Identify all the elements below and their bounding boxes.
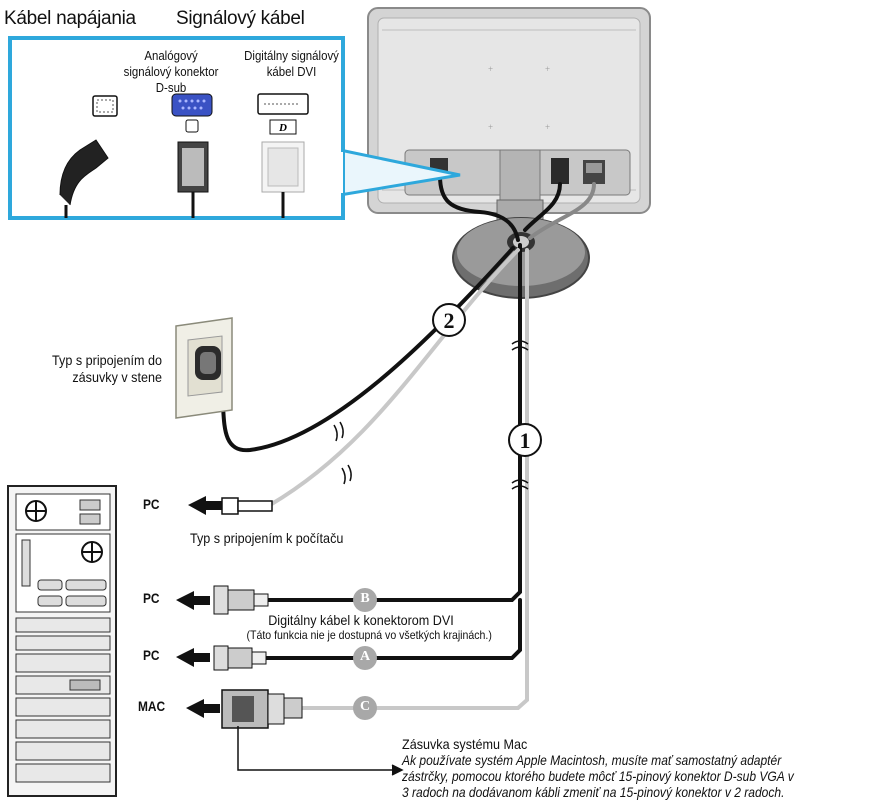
svg-text:+: + [488, 122, 493, 132]
marker-b-label: B [360, 591, 370, 606]
marker-1 [508, 423, 542, 457]
svg-text:D: D [278, 122, 287, 134]
dvi-cable-note: (Táto funkcia nie je dostupná vo všetkýc… [246, 628, 492, 642]
pc-power-cable [268, 248, 520, 507]
svg-text:+: + [545, 122, 550, 132]
mac-adapter [221, 689, 303, 729]
dsub-connector [213, 645, 267, 671]
wall-socket-label: Typ s pripojením do zásuvky v stene [52, 352, 162, 385]
signal-cable-header: Signálový kábel [176, 8, 305, 29]
port-arrows [176, 496, 222, 718]
dvi-connector-label: Digitálny signálový kábel DVI [244, 48, 339, 79]
dvi-cable-title: Digitálny kábel k konektorom DVI [268, 612, 454, 628]
pc-outlet-label: Typ s pripojením k počítaču [190, 530, 344, 546]
wall-socket [175, 317, 233, 419]
marker-c-label: C [359, 699, 371, 714]
marker-b-circle [353, 588, 377, 612]
pc-tower [7, 485, 117, 797]
signal-cable-black [263, 243, 522, 660]
mac-port-label: MAC [138, 698, 166, 714]
marker-a-circle [353, 646, 377, 670]
signal-cable-grey [298, 248, 529, 710]
svg-text:+: + [488, 64, 493, 74]
marker-a-label: A [359, 649, 371, 664]
callout-box: D [8, 36, 461, 220]
mac-socket-title: Zásuvka systému Mac [402, 736, 528, 752]
pc-port-label-3: PC [143, 647, 160, 663]
monitor-back: + + + + [367, 7, 651, 214]
analog-connector-label: Analógový signálový konektor D-sub [123, 48, 219, 95]
marker-2-label: 2 [443, 308, 455, 333]
mac-note-line-2: zástrčky, pomocou ktorého budete môcť 15… [402, 768, 794, 784]
dvi-connector [213, 585, 269, 615]
marker-2 [432, 303, 466, 337]
mac-note-line-1: Ak používate systém Apple Macintosh, mus… [402, 752, 782, 768]
mac-note-line-3: 3 radoch na dodávanom kábli zmeniť na 15… [402, 784, 785, 800]
marker-1-label: 1 [519, 428, 531, 453]
svg-text:+: + [545, 64, 550, 74]
power-cable-header: Kábel napájania [4, 8, 136, 29]
mac-pointer [237, 726, 404, 776]
marker-c-circle [353, 696, 377, 720]
pc-port-label-2: PC [143, 590, 160, 606]
pc-port-label-1: PC [143, 496, 160, 512]
pc-power-plug [221, 497, 273, 515]
